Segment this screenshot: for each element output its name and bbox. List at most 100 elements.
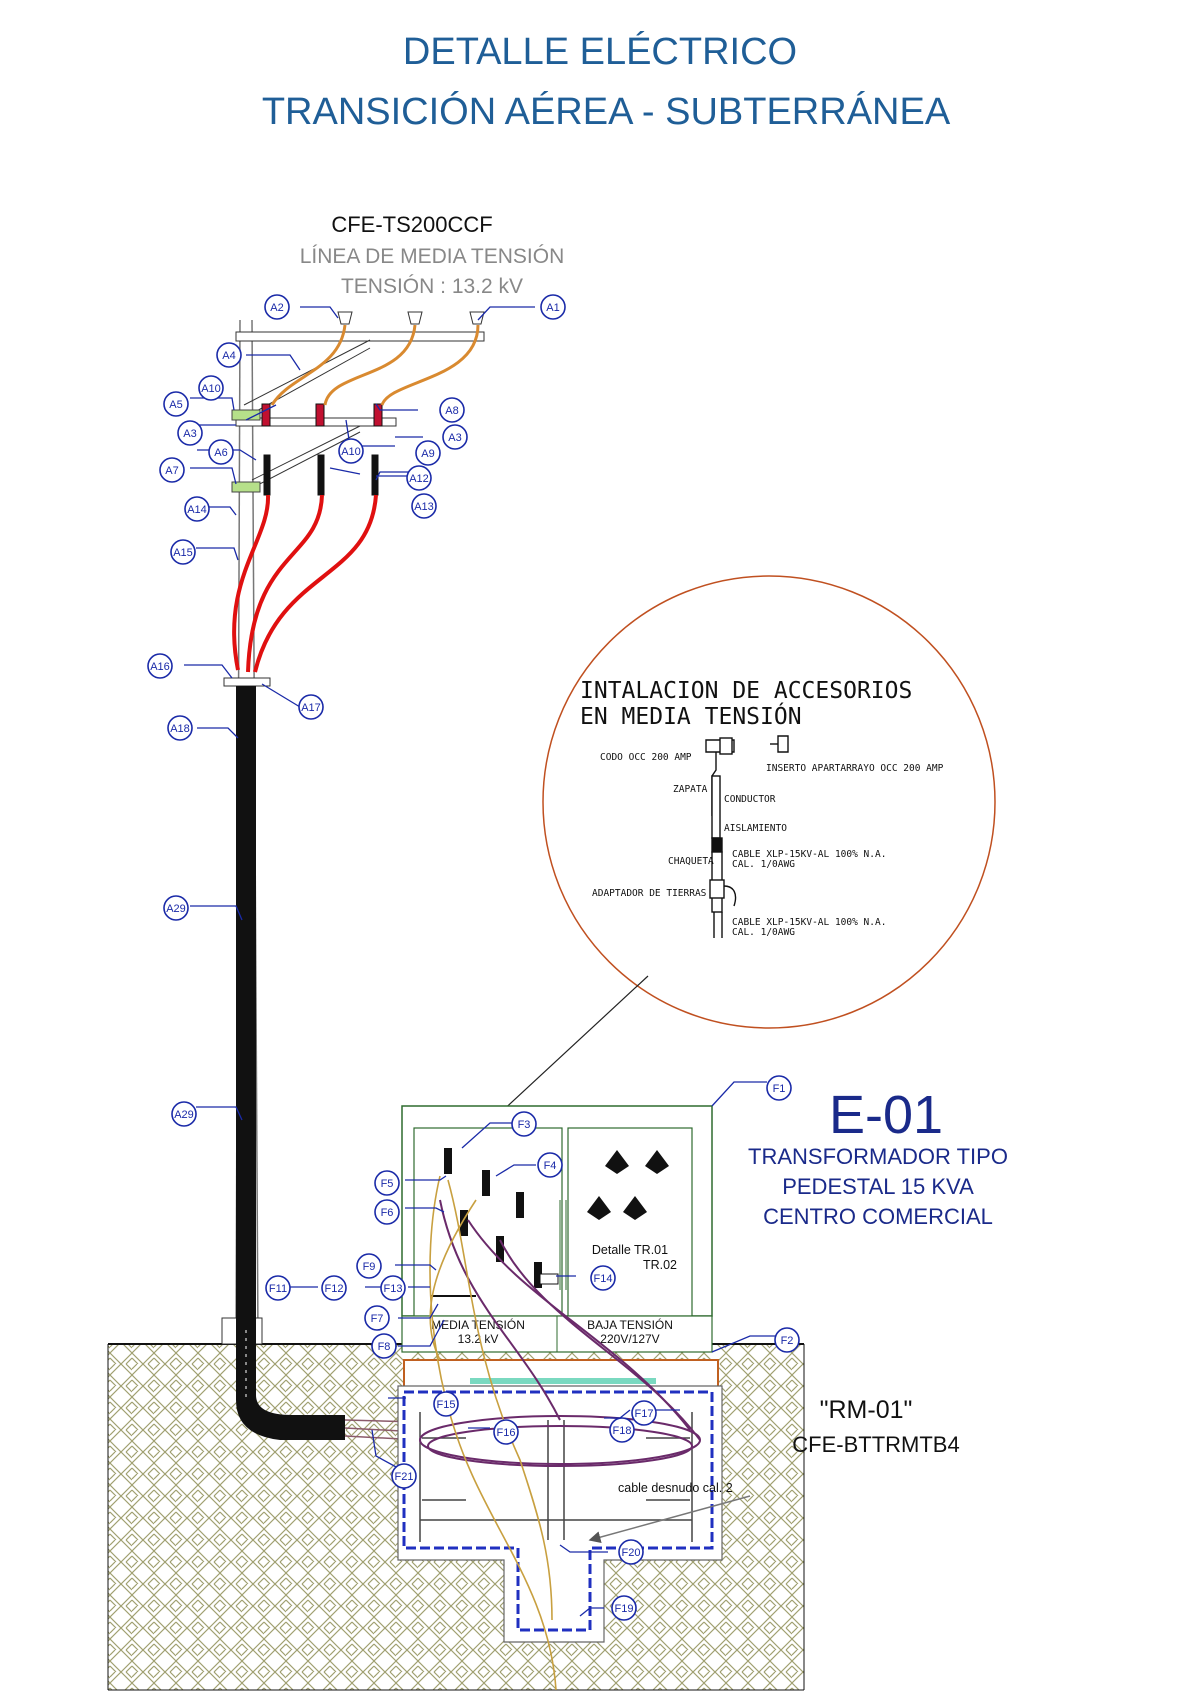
svg-text:F11: F11: [269, 1283, 287, 1295]
tag-f12: F12: [321, 1275, 347, 1301]
svg-text:A10: A10: [341, 446, 361, 458]
riser-conduit: [236, 686, 421, 1441]
tag-a15: A15: [170, 539, 196, 565]
tag-a13: A13: [411, 493, 437, 519]
leader-lines: [184, 306, 782, 1617]
line-code: CFE-TS200CCF: [331, 212, 492, 237]
svg-text:A6: A6: [214, 447, 227, 459]
tag-f18: F18: [609, 1417, 635, 1443]
svg-text:A18: A18: [170, 723, 190, 735]
tag-a16: A16: [147, 653, 173, 679]
transformer-id: E-01: [829, 1085, 943, 1145]
tag-f17: F17: [631, 1400, 657, 1426]
label-zapata: ZAPATA: [673, 784, 708, 795]
tag-f16: F16: [493, 1419, 519, 1445]
accessories-detail-circle: INTALACION DE ACCESORIOS EN MEDIA TENSIÓ…: [542, 575, 996, 1029]
registro-code: CFE-BTTRMTB4: [792, 1432, 959, 1457]
svg-text:F5: F5: [381, 1178, 394, 1190]
title-line-1: DETALLE ELÉCTRICO: [403, 30, 797, 73]
tag-f6: F6: [374, 1199, 400, 1225]
tr-detail-1: Detalle TR.01: [592, 1243, 668, 1257]
transformer-line-3: CENTRO COMERCIAL: [763, 1204, 993, 1229]
jumper-wires: [270, 324, 480, 406]
label-inserto: INSERTO APARTARRAYO OCC 200 AMP: [766, 763, 944, 774]
tag-a6: A6: [208, 439, 234, 465]
svg-text:A3: A3: [183, 428, 196, 440]
svg-text:A8: A8: [445, 405, 458, 417]
tag-a7: A7: [159, 457, 185, 483]
svg-text:A3: A3: [448, 432, 461, 444]
tag-a5: A5: [163, 391, 189, 417]
transformer-line-2: PEDESTAL 15 KVA: [782, 1174, 974, 1199]
svg-text:F19: F19: [615, 1603, 634, 1615]
tag-a4: A4: [216, 342, 242, 368]
line-voltage: TENSIÓN : 13.2 kV: [341, 275, 523, 298]
svg-text:A16: A16: [150, 661, 170, 673]
label-conductor: CONDUCTOR: [724, 794, 776, 805]
tag-f7: F7: [364, 1305, 390, 1331]
svg-text:F8: F8: [378, 1341, 391, 1353]
svg-text:F20: F20: [622, 1547, 641, 1559]
bt-label-1: BAJA TENSIÓN: [587, 1317, 673, 1332]
svg-text:F12: F12: [325, 1283, 344, 1295]
tr-detail-2: TR.02: [643, 1258, 677, 1272]
svg-text:F1: F1: [773, 1083, 786, 1095]
svg-text:F18: F18: [613, 1425, 632, 1437]
svg-text:F7: F7: [371, 1313, 384, 1325]
tag-a2: A2: [264, 294, 290, 320]
label-cable-2a: CABLE XLP-15KV-AL 100% N.A.: [732, 917, 886, 928]
svg-text:A29: A29: [166, 903, 186, 915]
svg-text:F21: F21: [395, 1471, 414, 1483]
mt-label-2: 13.2 kV: [458, 1332, 499, 1346]
svg-text:A29: A29: [174, 1109, 194, 1121]
tag-f8: F8: [371, 1333, 397, 1359]
svg-text:F2: F2: [781, 1335, 794, 1347]
tag-f5: F5: [374, 1170, 400, 1196]
svg-text:A4: A4: [222, 350, 235, 362]
tag-a8: A8: [439, 397, 465, 423]
svg-text:A5: A5: [169, 399, 182, 411]
tag-f1: F1: [766, 1075, 792, 1101]
svg-text:F13: F13: [384, 1283, 403, 1295]
tag-a3-right: A3: [442, 424, 468, 450]
bt-label-2: 220V/127V: [600, 1332, 659, 1346]
tag-a29-upper: A29: [163, 895, 189, 921]
svg-text:A2: A2: [270, 302, 283, 314]
label-adaptador: ADAPTADOR DE TIERRAS: [592, 888, 707, 899]
ground-cable-note: cable desnudo cal. 2: [618, 1481, 733, 1495]
tag-a3-left: A3: [177, 420, 203, 446]
svg-text:F16: F16: [497, 1427, 516, 1439]
tag-f3: F3: [511, 1111, 537, 1137]
label-cable-1b: CAL. 1/0AWG: [732, 859, 795, 870]
tag-a17: A17: [298, 694, 324, 720]
registro-vault: [397, 1175, 751, 1691]
svg-text:F9: F9: [363, 1261, 376, 1273]
label-cable-2b: CAL. 1/0AWG: [732, 927, 795, 938]
tag-a10-right: A10: [338, 438, 364, 464]
tag-a12: A12: [406, 465, 432, 491]
tag-a29-lower: A29: [171, 1101, 197, 1127]
label-aislamiento: AISLAMIENTO: [724, 823, 787, 834]
tag-f11: F11: [265, 1275, 291, 1301]
registro-id: "RM-01": [820, 1396, 913, 1424]
svg-text:F6: F6: [381, 1207, 394, 1219]
tag-a9: A9: [415, 440, 441, 466]
tag-f19: F19: [611, 1595, 637, 1621]
detail-title-1: INTALACION DE ACCESORIOS: [580, 678, 912, 704]
svg-text:A14: A14: [187, 504, 207, 516]
svg-text:A9: A9: [421, 448, 434, 460]
label-cable-1a: CABLE XLP-15KV-AL 100% N.A.: [732, 849, 886, 860]
tag-f4: F4: [537, 1152, 563, 1178]
svg-text:A15: A15: [173, 547, 193, 559]
label-chaqueta: CHAQUETA: [668, 856, 714, 867]
transformer-line-1: TRANSFORMADOR TIPO: [748, 1144, 1008, 1169]
svg-text:F15: F15: [437, 1399, 456, 1411]
tag-f20: F20: [618, 1539, 644, 1565]
tag-f9: F9: [356, 1253, 382, 1279]
svg-text:F4: F4: [544, 1160, 557, 1172]
svg-text:A7: A7: [165, 465, 178, 477]
tag-f15: F15: [433, 1391, 459, 1417]
svg-text:F3: F3: [518, 1119, 531, 1131]
transformer-enclosure: [401, 1105, 719, 1389]
